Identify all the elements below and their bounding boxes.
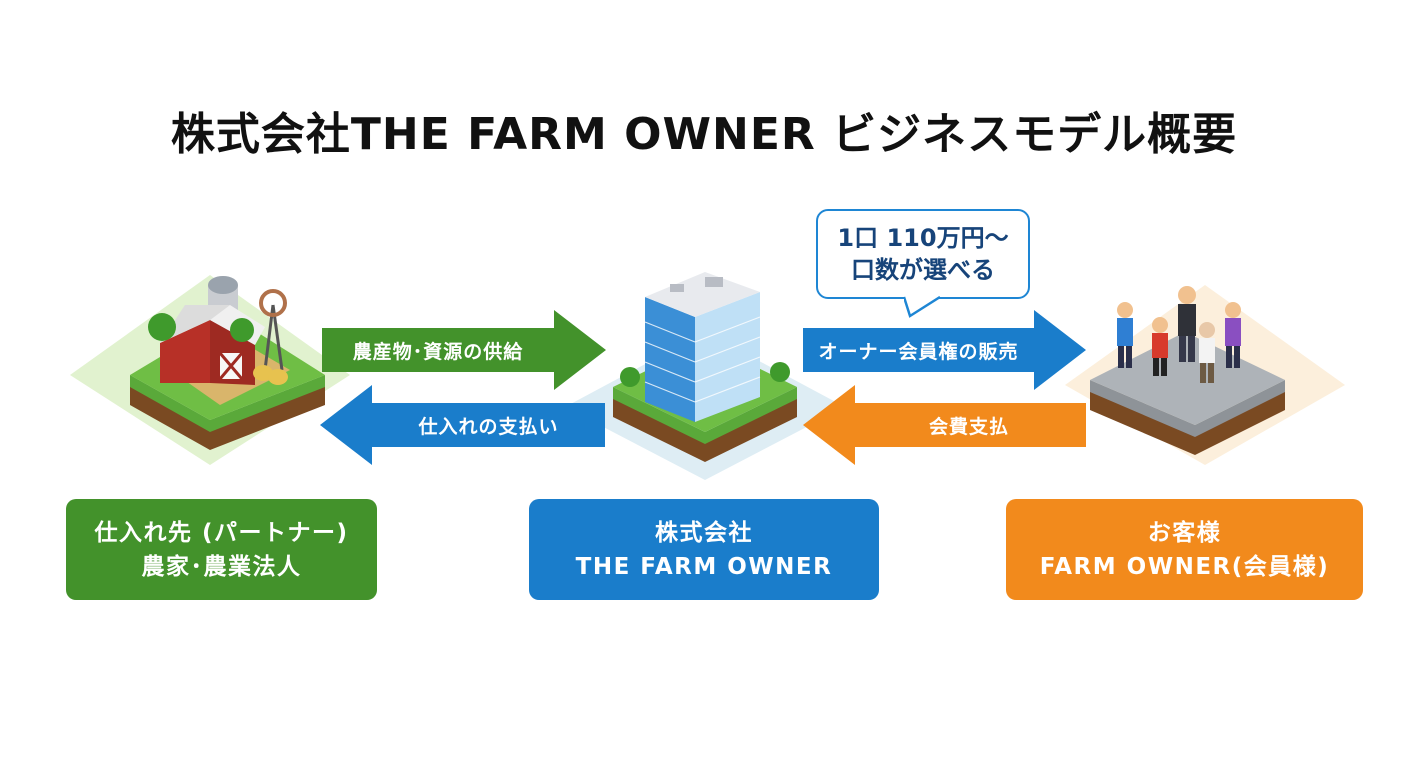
page-title: 株式会社THE FARM OWNER ビジネスモデル概要 <box>0 98 1408 162</box>
partner-line1: 仕入れ先 (パートナー) <box>94 516 348 550</box>
partner-line2: 農家･農業法人 <box>142 550 302 584</box>
company-box: 株式会社 THE FARM OWNER <box>529 499 879 600</box>
customer-box: お客様 FARM OWNER(会員様) <box>1006 499 1363 600</box>
price-bubble: 1口 110万円～ 口数が選べる <box>816 209 1030 299</box>
fee-payment-label: 会費支払 <box>855 403 1083 447</box>
bubble-tail <box>904 296 944 318</box>
membership-sale-label: オーナー会員権の販売 <box>803 328 1034 372</box>
price-line: 1口 110万円～ <box>837 222 1008 254</box>
members-illustration <box>1055 270 1350 480</box>
customer-line2: FARM OWNER(会員様) <box>1040 550 1330 584</box>
partner-box: 仕入れ先 (パートナー) 農家･農業法人 <box>66 499 377 600</box>
farm-illustration <box>60 265 360 475</box>
customer-line1: お客様 <box>1148 516 1222 550</box>
company-line1: 株式会社 <box>655 516 753 550</box>
supply-label: 農産物･資源の供給 <box>322 328 554 372</box>
purchase-payment-label: 仕入れの支払い <box>372 403 605 447</box>
units-line: 口数が選べる <box>851 254 995 286</box>
company-line2: THE FARM OWNER <box>576 550 833 584</box>
